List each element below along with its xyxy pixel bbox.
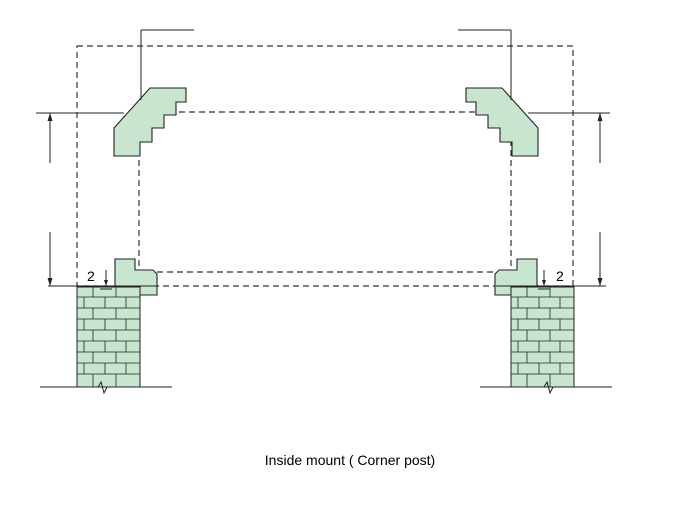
left-vertical-dimension bbox=[47, 113, 53, 286]
right-floor-line bbox=[480, 380, 612, 395]
inner-dashed-frame bbox=[138, 111, 512, 273]
right-brick-wall bbox=[510, 286, 575, 388]
right-gap-arrow bbox=[538, 270, 550, 290]
right-gap-label: 2 bbox=[556, 268, 564, 284]
left-brick-wall bbox=[76, 286, 141, 388]
top-right-corner-profile bbox=[465, 87, 539, 157]
top-left-corner-profile bbox=[113, 87, 187, 157]
right-vertical-dimension bbox=[597, 113, 603, 286]
left-gap-arrow bbox=[100, 270, 112, 290]
diagram-caption: Inside mount ( Corner post) bbox=[264, 452, 436, 468]
left-gap-label: 2 bbox=[87, 268, 95, 284]
left-floor-line bbox=[40, 380, 172, 395]
outer-dashed-frame bbox=[76, 45, 574, 287]
